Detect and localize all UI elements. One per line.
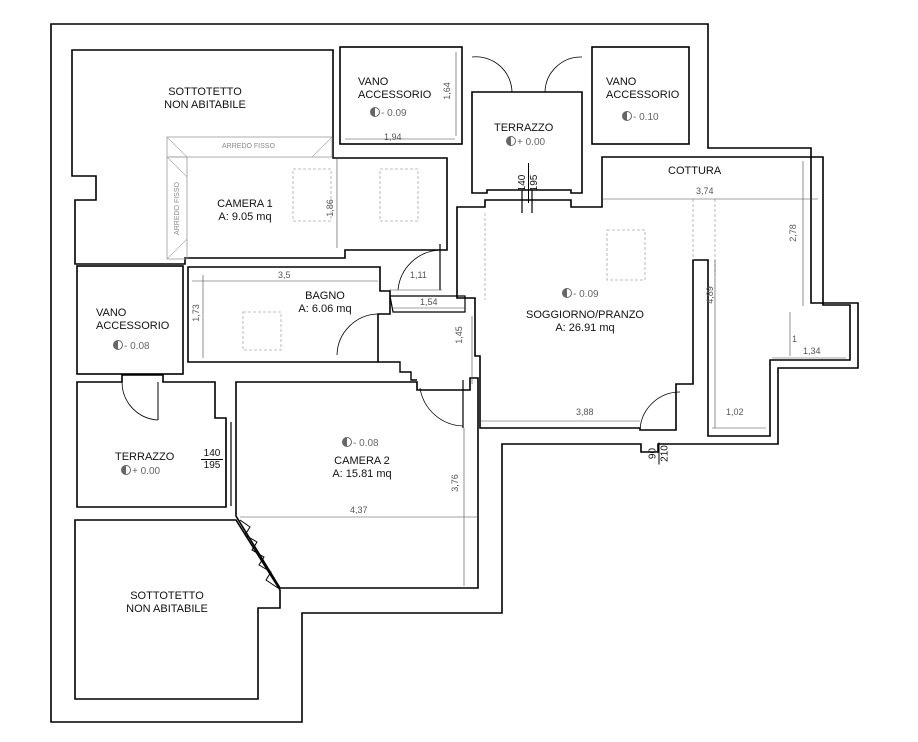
cottura-label: COTTURA xyxy=(668,165,722,177)
dim-step-102: 1,02 xyxy=(726,407,744,417)
level-marker-icon xyxy=(506,136,516,146)
corridor-lower xyxy=(378,361,417,381)
dimension-lines xyxy=(192,52,846,586)
camera2-level: - 0.08 xyxy=(342,437,379,450)
terrazzo-top-walls xyxy=(471,91,583,194)
door-arc-soggiorno xyxy=(639,391,681,431)
dim-corridor-h: 1,45 xyxy=(453,326,464,344)
camera1-label: CAMERA 1 A: 9.05 mq xyxy=(217,198,273,223)
door-arc-camera2 xyxy=(419,387,464,427)
dim-cottura-w: 3,74 xyxy=(696,186,714,196)
terrazzo-top-label: TERRAZZO xyxy=(494,122,554,134)
dim-step-134: 1,34 xyxy=(803,346,821,356)
vano-left-walls xyxy=(76,265,184,375)
level-marker-icon xyxy=(342,437,352,447)
vano-left-level: - 0.08 xyxy=(113,340,150,353)
dim-corridor: 1,54 xyxy=(420,297,438,307)
dim-door-gap: 1,11 xyxy=(410,270,427,280)
dim-bagno-w: 3,5 xyxy=(278,270,291,280)
dim-step-1: 1 xyxy=(792,334,798,344)
door-arc-corridor xyxy=(397,249,441,291)
sottotetto-bottom-label: SOTTOTETTO NON ABITABILE xyxy=(126,590,208,615)
camera2-walls xyxy=(235,377,479,589)
vano-left-label: VANO ACCESSORIO xyxy=(96,307,170,332)
arredo-fisso-v-label: ARREDO FISSO xyxy=(173,182,181,235)
sottotetto-bottom-walls xyxy=(74,519,281,700)
bagno-label: BAGNO A: 6.06 mq xyxy=(298,290,352,315)
vano-right-label: VANO ACCESSORIO xyxy=(606,76,680,101)
skylight-bagno xyxy=(242,311,282,351)
level-marker-icon xyxy=(113,340,123,350)
dim-camera2-w: 4,37 xyxy=(350,505,368,515)
corridor-walls xyxy=(389,295,466,313)
soggiorno-label: SOGGIORNO/PRANZO A: 26.91 mq xyxy=(526,309,644,334)
camera2-label: CAMERA 2 A: 15.81 mq xyxy=(332,455,392,480)
dim-vano-top-w: 1,94 xyxy=(384,132,402,142)
dim-camera1-h: 1,86 xyxy=(324,199,335,217)
bagno-walls xyxy=(187,266,391,363)
arredo-fisso-v xyxy=(166,156,188,260)
vano-top-level: - 0.09 xyxy=(370,107,407,120)
dim-camera2-h: 3,76 xyxy=(449,474,460,492)
window-terrazzo-top-label: 140 195 xyxy=(517,163,540,203)
skylight-camera1-b xyxy=(379,168,419,222)
door-arc-terrazzo-left xyxy=(471,56,513,93)
terrazzo-top-level: + 0.00 xyxy=(506,136,545,149)
level-marker-icon xyxy=(562,288,572,298)
door-arc-bagno xyxy=(336,313,379,356)
level-marker-icon xyxy=(622,111,632,121)
door-arc-terrazzo-right xyxy=(544,56,583,93)
dim-vano-top-h: 1,64 xyxy=(441,82,452,100)
window-terrazzo-left-label: 140 195 xyxy=(201,448,223,471)
arredo-fisso-h-label: ARREDO FISSO xyxy=(222,143,275,150)
level-marker-icon xyxy=(121,465,131,475)
outer-wall xyxy=(50,23,859,723)
dim-cottura-h: 2,78 xyxy=(787,224,798,242)
dim-soggiorno-h: 4,89 xyxy=(704,286,715,304)
sottotetto-top-label: SOTTOTETTO NON ABITABILE xyxy=(164,86,246,111)
vano-top-label: VANO ACCESSORIO xyxy=(358,76,432,101)
terrazzo-left-level: + 0.00 xyxy=(121,465,160,478)
arredo-fisso-h xyxy=(166,136,333,158)
soggiorno-level: - 0.09 xyxy=(562,288,599,301)
dim-soggiorno-w: 3,88 xyxy=(576,407,594,417)
terrazzo-left-label: TERRAZZO xyxy=(115,451,175,463)
vano-right-level: - 0.10 xyxy=(622,111,659,124)
skylight-soggiorno xyxy=(606,229,646,281)
level-marker-icon xyxy=(370,107,380,117)
vano-top-walls xyxy=(339,46,463,145)
door-arc-terrazzo-left-room xyxy=(121,381,159,421)
door-entrance-label: 90 210 xyxy=(647,442,671,465)
terrazzo-left-walls xyxy=(76,374,227,508)
dim-bagno-h: 1,73 xyxy=(190,304,201,322)
sottotetto-top-walls xyxy=(71,49,448,265)
vano-right-walls xyxy=(591,46,690,145)
